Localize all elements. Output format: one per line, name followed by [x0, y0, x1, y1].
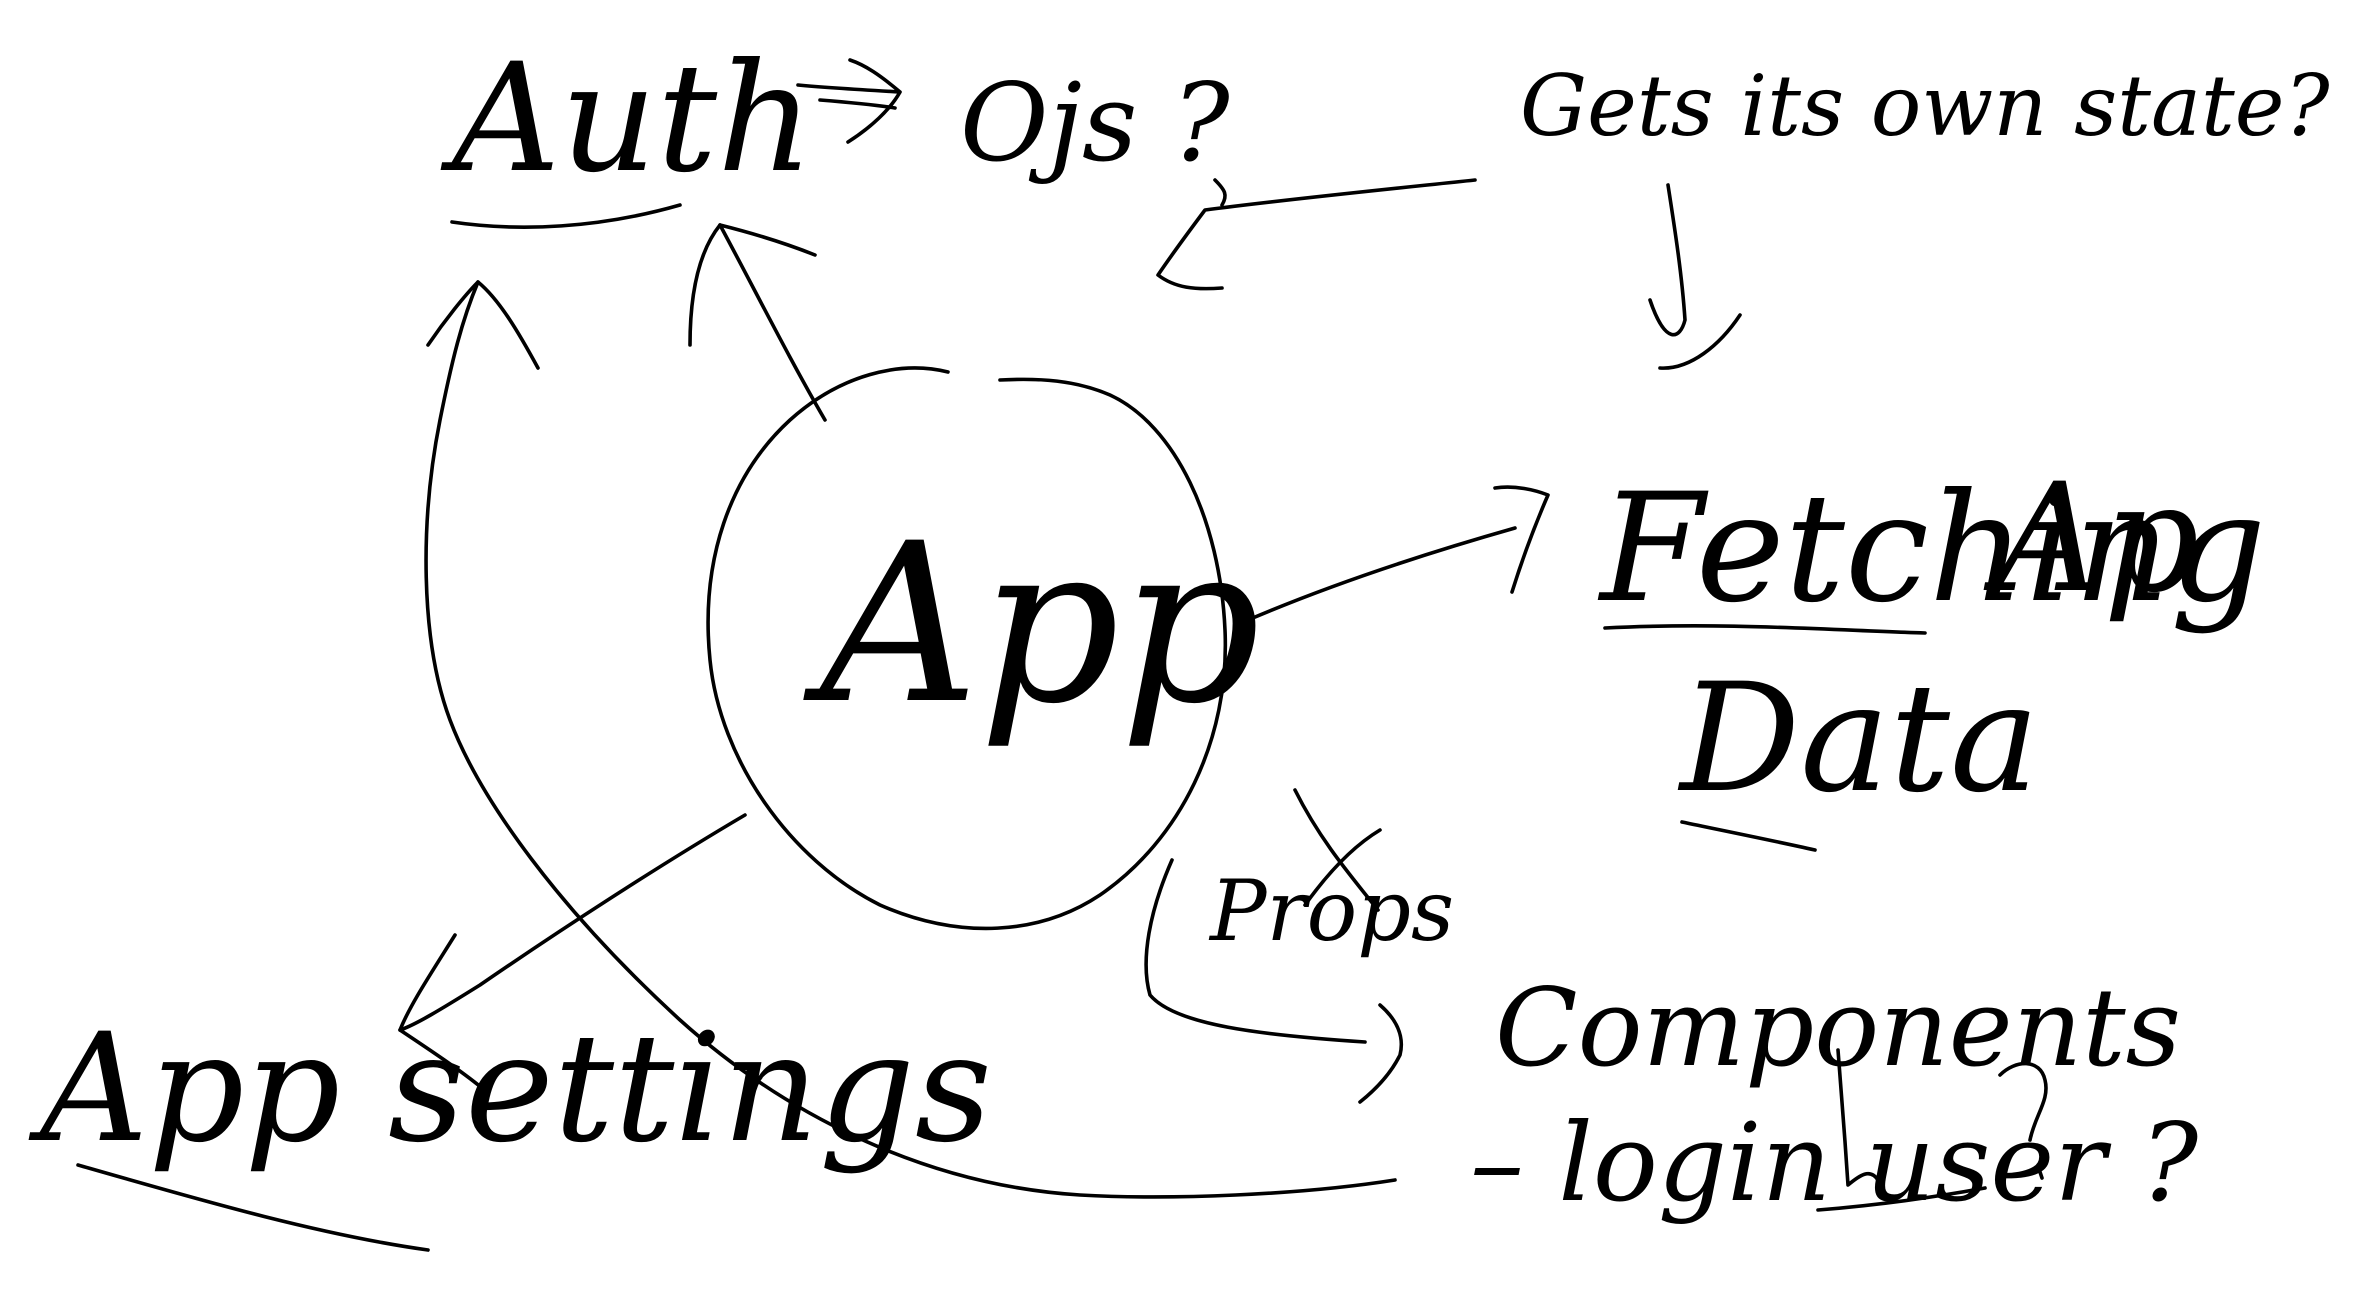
login-question-mark [1998, 1061, 2048, 1180]
auth-question-label: Ojs ? [960, 61, 1231, 186]
fetching-suffix-label: Ap [1983, 452, 2199, 626]
app-label: App [803, 496, 1261, 752]
components-to-auth-arrow-head [426, 280, 540, 370]
app-settings-label: App settings [28, 1002, 992, 1176]
app-settings-underline [76, 1163, 430, 1252]
props-label: Props [1208, 862, 1454, 960]
auth-label: Auth [440, 32, 814, 206]
state-to-fetching-arrow [1648, 183, 1742, 370]
components-to-auth-curve [424, 280, 1397, 1199]
app-to-settings-arrow-head [398, 933, 484, 1090]
user-underline [1816, 1186, 1987, 1212]
gets-own-state-label: Gets its own state? [1520, 57, 2330, 155]
app-to-settings-arrow [398, 813, 747, 1032]
app-circle [706, 366, 1228, 931]
props-crossout [1293, 788, 1382, 912]
app-to-auth-arrow-head [688, 223, 817, 347]
auth-to-question-arrow [796, 58, 902, 144]
auth-underline [450, 203, 682, 229]
app-to-auth-arrow [718, 223, 827, 422]
data-label: Data [1677, 652, 2039, 826]
fetching-underline [1603, 624, 1927, 635]
app-to-components-arrow [1144, 858, 1367, 1044]
login-user-label: – login user ? [1470, 1101, 2199, 1226]
app-to-fetching-arrow-head [1493, 485, 1550, 594]
app-to-fetching-arrow [1246, 526, 1517, 622]
user-scribble [1836, 1048, 1880, 1187]
fetching-label: Fetching [1597, 462, 2266, 636]
data-underline [1680, 820, 1817, 852]
state-to-auth-arrow [1156, 178, 1477, 291]
app-to-components-arrow-head [1358, 1003, 1403, 1104]
auth-question-bracket [1213, 178, 1227, 207]
